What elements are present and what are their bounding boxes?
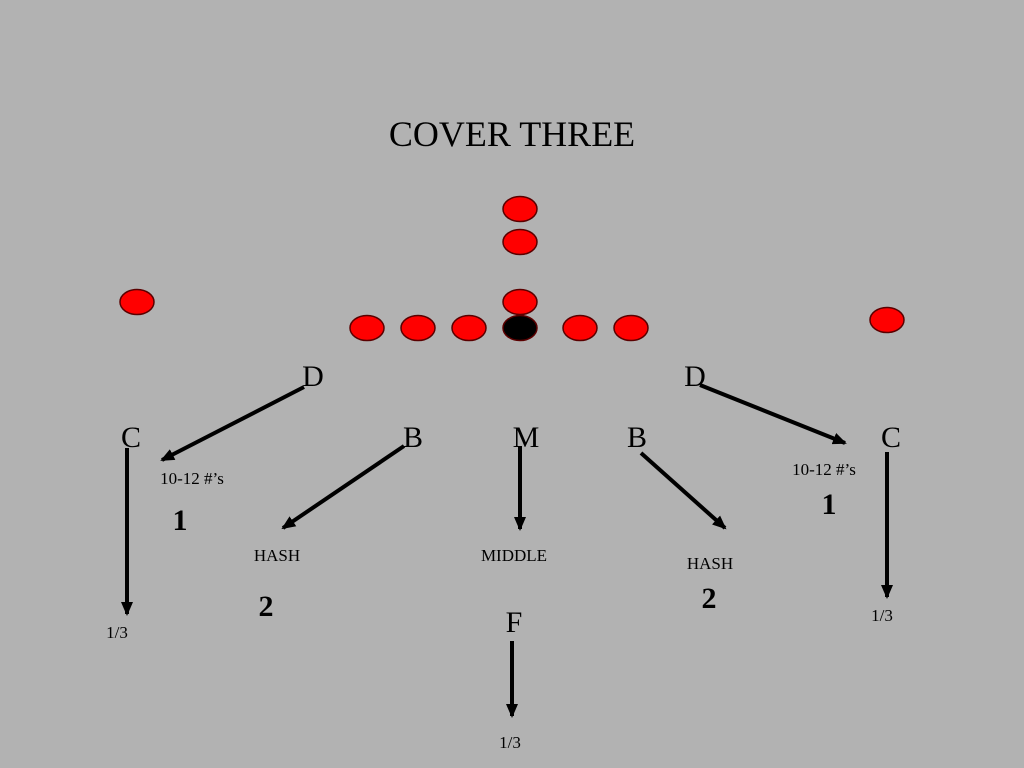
left-hash-zone-label: HASH	[253, 546, 301, 565]
free-safety-label: F	[505, 606, 523, 639]
offense-player-left-wide-receiver	[119, 288, 155, 316]
offense-player-left-guard-outer	[400, 314, 436, 342]
right-number-two: 2	[701, 582, 717, 615]
middle-deep-third-label: 1/3	[499, 733, 521, 752]
middle-zone-label: MIDDLE	[480, 546, 548, 565]
right-b-arrow	[639, 451, 727, 530]
middle-linebacker-label: M	[512, 421, 540, 454]
left-deep-third-label: 1/3	[106, 623, 128, 642]
right-hash-zone-label: HASH	[686, 554, 734, 573]
right-d-arrow	[699, 383, 847, 445]
page-title: COVER THREE	[388, 114, 636, 154]
left-d-arrow	[160, 385, 305, 462]
offense-player-left-tackle	[349, 314, 385, 342]
offense-player-back-mid	[502, 228, 538, 256]
right-linebacker-label: B	[626, 421, 648, 454]
offense-player-qb	[502, 288, 538, 316]
offense-formation	[119, 195, 905, 342]
offense-player-right-tackle	[613, 314, 649, 342]
left-number-one: 1	[172, 504, 188, 537]
left-b-arrow	[281, 444, 406, 530]
left-defensive-end-label: D	[302, 360, 324, 393]
right-defensive-end-label: D	[684, 360, 706, 393]
offense-player-left-guard	[451, 314, 487, 342]
right-deep-third-label: 1/3	[871, 606, 893, 625]
right-flat-zone-label: 10-12 #’s	[792, 460, 856, 479]
left-number-two: 2	[258, 590, 274, 623]
right-number-one: 1	[821, 488, 837, 521]
left-linebacker-label: B	[402, 421, 424, 454]
left-flat-zone-label: 10-12 #’s	[160, 469, 224, 488]
offense-player-right-wide-receiver	[869, 306, 905, 334]
right-corner-label: C	[880, 421, 902, 454]
left-corner-label: C	[120, 421, 142, 454]
offense-player-right-guard	[562, 314, 598, 342]
defense-drop-arrows	[121, 383, 893, 718]
offense-player-center	[502, 314, 538, 342]
offense-player-qb-deep	[502, 195, 538, 223]
